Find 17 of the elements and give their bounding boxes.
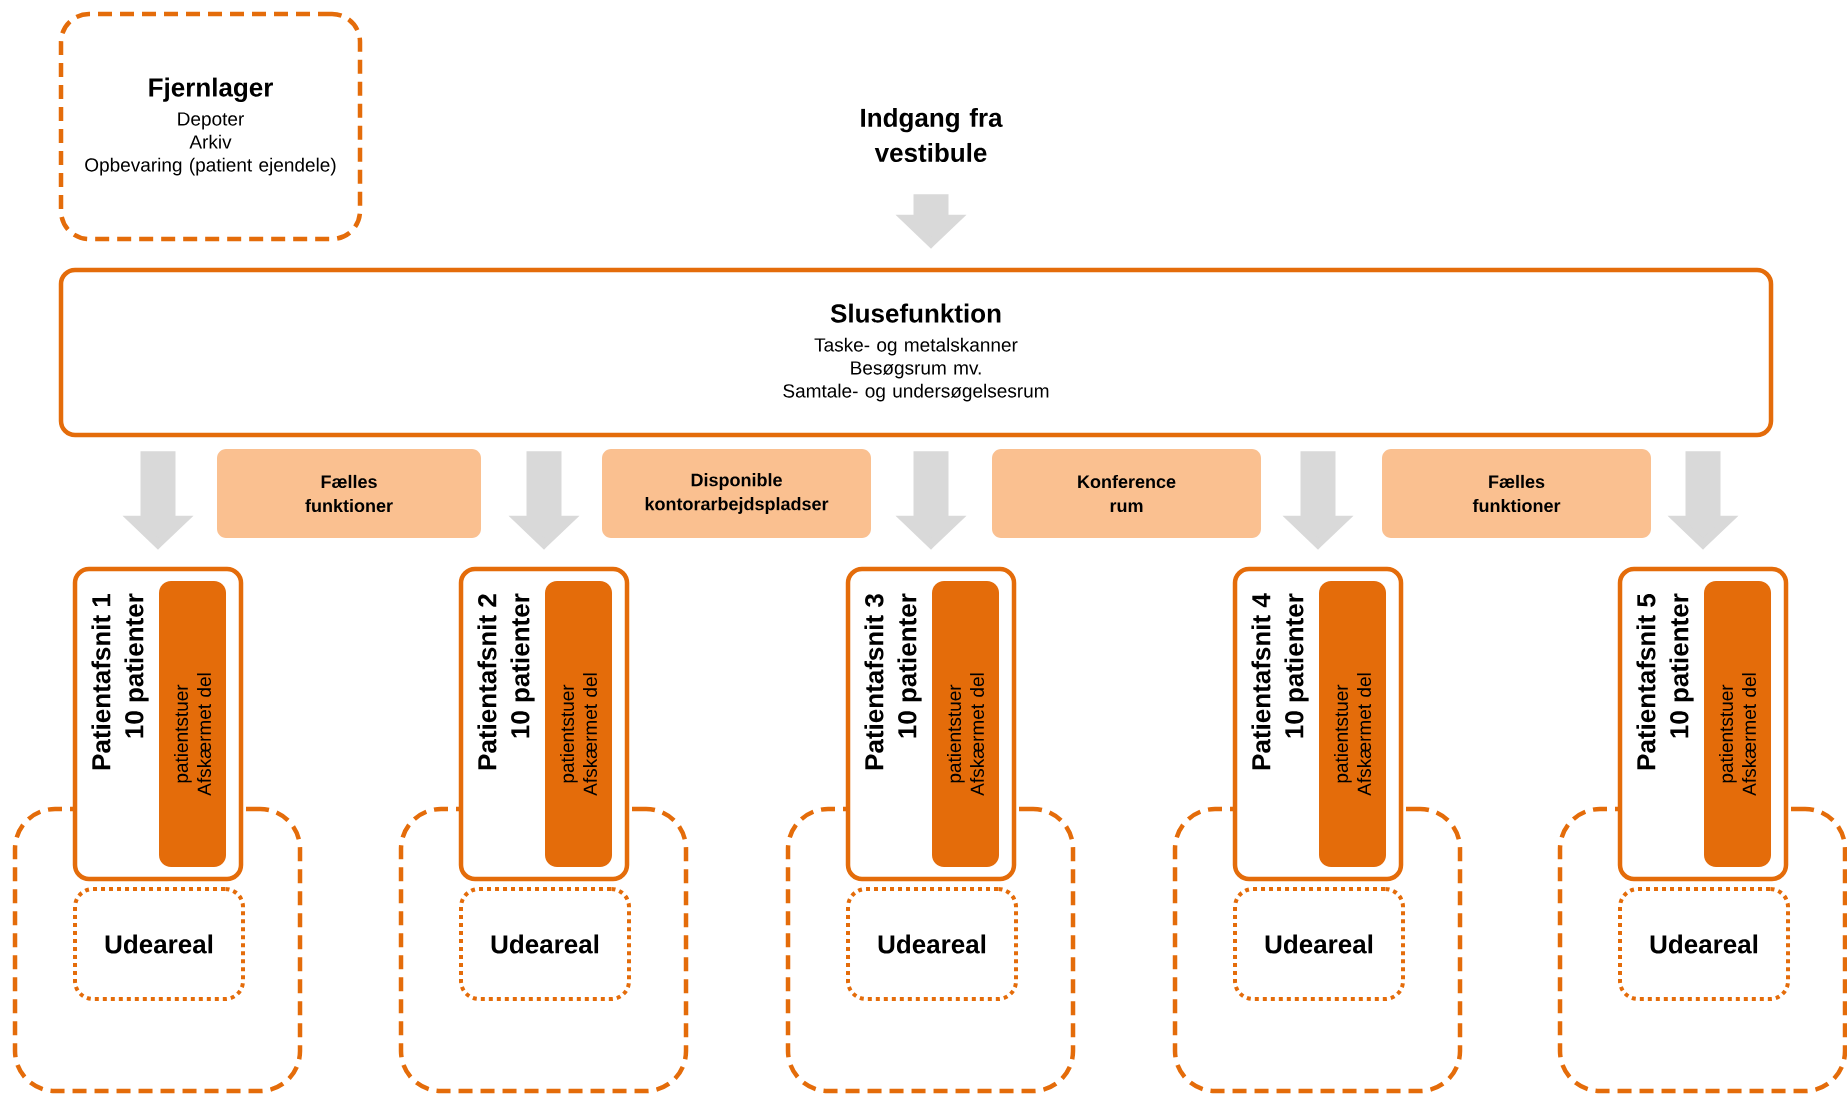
outdoor-area-box: Udeareal: [1618, 887, 1790, 1001]
outdoor-area-box: Udeareal: [459, 887, 631, 1001]
screened-section-box: patientstuer Afskærmet del: [1319, 581, 1386, 867]
outdoor-area-box: Udeareal: [846, 887, 1018, 1001]
screened-section-box: patientstuer Afskærmet del: [1704, 581, 1771, 867]
outdoor-area-box: Udeareal: [73, 887, 245, 1001]
storage-box: Fjernlager Depoter Arkiv Opbevaring (patient ejendele): [58, 11, 363, 242]
shared-function-box: Fælles funktioner: [1382, 449, 1651, 538]
shared-function-box: Fælles funktioner: [217, 449, 481, 538]
screened-section-box: patientstuer Afskærmet del: [159, 581, 226, 867]
entrance-label: Indgang fra vestibule: [861, 107, 1003, 163]
shared-function-box: Konference rum: [992, 449, 1261, 538]
lock-function-box: Slusefunktion Taske- og metalskanner Besøgsrum mv. Samtale- og undersøgelsesrum: [58, 267, 1774, 438]
screened-section-box: patientstuer Afskærmet del: [932, 581, 999, 867]
shared-function-box: Disponible kontorarbejdspladser: [602, 449, 871, 538]
screened-section-box: patientstuer Afskærmet del: [545, 581, 612, 867]
outdoor-area-box: Udeareal: [1233, 887, 1405, 1001]
